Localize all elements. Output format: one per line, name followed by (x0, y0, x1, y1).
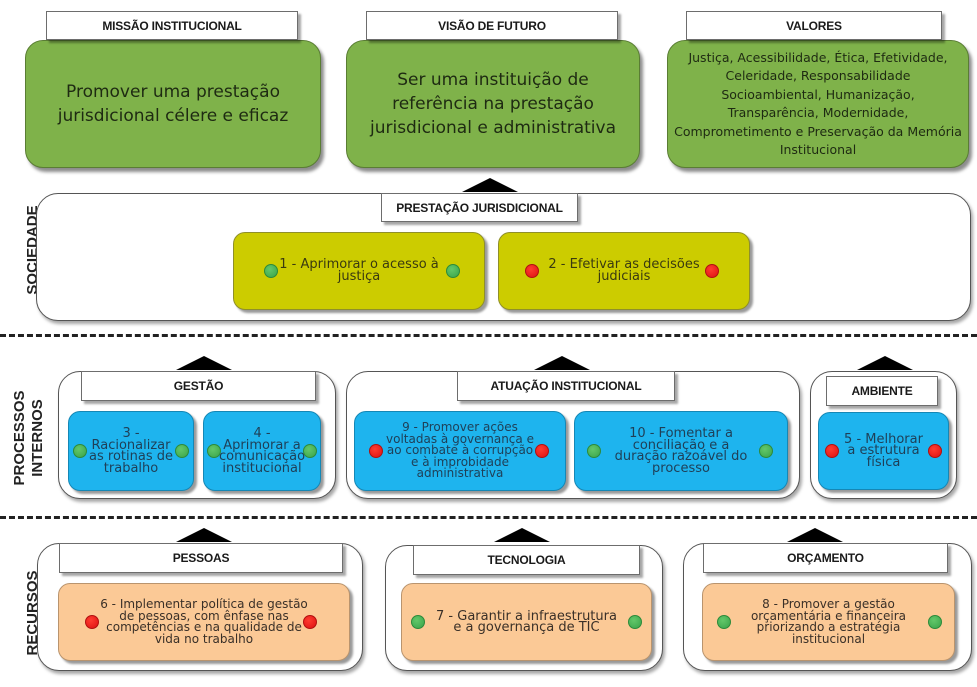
objective-text: 2 - Efetivar as decisões judiciais (548, 257, 700, 284)
valores-box: Justiça, Acessibilidade, Ética, Efetivid… (667, 40, 969, 168)
objective-card[interactable]: 10 - Fomentar a conciliação e a duração … (574, 411, 788, 491)
objective-card[interactable]: 4 - Aprimorar a comunicação instituciona… (203, 411, 321, 491)
arrow-up-icon (176, 356, 232, 370)
group-title-orcamento: ORÇAMENTO (703, 543, 948, 573)
arrow-up-icon (494, 528, 550, 542)
valores-text: Justiça, Acessibilidade, Ética, Efetivid… (674, 49, 962, 158)
status-green-icon (587, 444, 601, 458)
status-red-icon (303, 615, 317, 629)
objective-text: 6 - Implementar política de gestão de pe… (100, 597, 308, 646)
status-green-icon (717, 615, 731, 629)
status-red-icon (369, 444, 383, 458)
visao-text: Ser uma instituição de referência na pre… (369, 70, 617, 138)
row-label-line: PROCESSOS (11, 390, 28, 486)
visao-box: Ser uma instituição de referência na pre… (346, 40, 640, 168)
row-label-processos-internos: PROCESSOS INTERNOS (11, 383, 47, 493)
objective-card[interactable]: 3 - Racionalizar as rotinas de trabalho (68, 411, 194, 491)
status-green-icon (628, 615, 642, 629)
objective-card[interactable]: 5 - Melhorar a estrutura física (818, 412, 949, 490)
objective-text: 1 - Aprimorar o acesso à justiça (279, 257, 439, 284)
status-red-icon (928, 444, 942, 458)
status-red-icon (525, 264, 539, 278)
objective-text: 9 - Promover ações voltadas à governança… (386, 420, 534, 481)
arrow-up-icon (787, 528, 843, 542)
status-green-icon (207, 444, 221, 458)
status-red-icon (85, 615, 99, 629)
status-red-icon (535, 444, 549, 458)
status-green-icon (175, 444, 189, 458)
group-title-ambiente: AMBIENTE (826, 376, 938, 406)
group-title-gestao: GESTÃO (81, 371, 316, 401)
objective-card[interactable]: 7 - Garantir a infraestrutura e a govern… (401, 583, 652, 661)
group-title-atuacao-institucional: ATUAÇÃO INSTITUCIONAL (457, 371, 675, 401)
objective-card[interactable]: 8 - Promover a gestão orçamentária e fin… (702, 583, 955, 661)
status-red-icon (825, 444, 839, 458)
arrow-up-icon (176, 528, 232, 542)
objective-text: 10 - Fomentar a conciliação e a duração … (614, 426, 748, 476)
objective-text: 7 - Garantir a infraestrutura e a govern… (436, 608, 617, 635)
arrow-up-icon (534, 356, 590, 370)
separator-line (0, 334, 977, 337)
objective-text: 3 - Racionalizar as rotinas de trabalho (89, 426, 173, 476)
status-green-icon (73, 444, 87, 458)
valores-title: VALORES (686, 11, 942, 40)
objective-text: 8 - Promover a gestão orçamentária e fin… (750, 597, 907, 646)
objective-text: 4 - Aprimorar a comunicação instituciona… (219, 426, 306, 476)
group-title-tecnologia: TECNOLOGIA (413, 545, 640, 575)
arrow-up-icon (462, 178, 518, 192)
arrow-up-icon (857, 356, 913, 370)
objective-card[interactable]: 6 - Implementar política de gestão de pe… (58, 583, 350, 661)
separator-line (0, 516, 977, 519)
status-green-icon (759, 444, 773, 458)
missao-title: MISSÃO INSTITUCIONAL (46, 11, 298, 40)
missao-box: Promover uma prestação jurisdicional cél… (25, 40, 321, 168)
visao-title: VISÃO DE FUTURO (366, 11, 618, 40)
objective-card[interactable]: 2 - Efetivar as decisões judiciais (498, 232, 750, 310)
objective-text: 5 - Melhorar a estrutura física (844, 431, 923, 470)
row-label-line: INTERNOS (29, 399, 46, 477)
status-green-icon (264, 264, 278, 278)
objective-card[interactable]: 9 - Promover ações voltadas à governança… (354, 411, 566, 491)
status-green-icon (928, 615, 942, 629)
status-green-icon (411, 615, 425, 629)
group-title-pessoas: PESSOAS (59, 543, 343, 573)
status-red-icon (705, 264, 719, 278)
objective-card[interactable]: 1 - Aprimorar o acesso à justiça (233, 232, 485, 310)
status-green-icon (303, 444, 317, 458)
missao-text: Promover uma prestação jurisdicional cél… (57, 82, 289, 126)
status-green-icon (446, 264, 460, 278)
group-title-prestacao-jurisdicional: PRESTAÇÃO JURISDICIONAL (381, 193, 578, 222)
